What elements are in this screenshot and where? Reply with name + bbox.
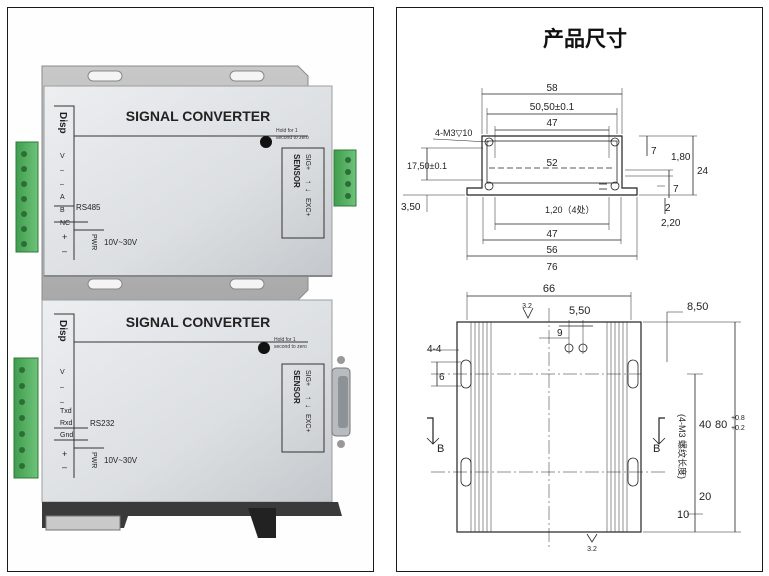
thread-note: (4-M3 螺纹长度) <box>677 414 688 479</box>
dim-3-50: 3,50 <box>401 202 421 213</box>
pin-a: A <box>60 194 65 201</box>
pwr-label: PWR <box>90 234 97 250</box>
hold-text-2: second to zero <box>274 344 307 350</box>
db9-connector <box>331 356 351 448</box>
pin-gnd: Gnd <box>60 432 73 439</box>
pin-plus: + <box>62 232 67 242</box>
pin-nc: NC <box>60 220 70 227</box>
dim-47-top: 47 <box>546 118 558 129</box>
section-b-left: B <box>437 443 444 455</box>
dim-24: 24 <box>697 166 709 177</box>
sig-plus-label: SIG+ <box>304 154 311 170</box>
dim-9: 9 <box>557 328 563 339</box>
arrow-down-icon: ↓ <box>304 188 313 192</box>
dim-20: 20 <box>699 491 711 503</box>
voltage-label: 10V~30V <box>104 456 138 465</box>
pwr-label: PWR <box>90 452 97 468</box>
pin-minus-a: – <box>60 167 64 174</box>
dim-56: 56 <box>546 245 558 256</box>
tolerance-minus: +0.2 <box>731 425 745 432</box>
pin-plus: + <box>62 449 67 459</box>
zero-button[interactable] <box>260 136 272 148</box>
disp-label: Disp <box>57 320 68 342</box>
zero-button-2[interactable] <box>258 342 270 354</box>
pin-minus-b: – <box>60 399 64 406</box>
dim-5-50: 5,50 <box>569 305 590 317</box>
dim-6: 6 <box>439 372 445 383</box>
hold-text-1: Hold for 1 <box>274 337 296 343</box>
roughness-top: 3.2 <box>522 303 532 310</box>
pin-b: B <box>60 207 65 214</box>
terminal-block-right-top <box>333 149 357 207</box>
terminal-block-left-top <box>15 141 39 253</box>
dim-50-50: 50,50±0.1 <box>530 102 575 113</box>
dim-80: 80 <box>715 419 727 431</box>
pin-rxd: Rxd <box>60 420 73 427</box>
arrow-up-icon: ↑ <box>304 396 313 400</box>
dim-40: 40 <box>699 419 711 431</box>
dim-4-4: 4-4 <box>427 344 442 355</box>
pin-minus-b: – <box>60 181 64 188</box>
dim-m3: 4-M3▽10 <box>435 128 472 138</box>
dim-1-20: 1,20（4处） <box>545 204 595 215</box>
section-b-right: B <box>653 443 660 455</box>
dim-17-50: 17,50±0.1 <box>407 161 447 171</box>
top-device: SIGNAL CONVERTER Disp Hold for 1 second … <box>15 65 357 301</box>
sig-plus-label: SIG+ <box>304 370 311 386</box>
dim-2: 2 <box>665 203 671 214</box>
plan-view: 66 8,50 3.2 5,50 9 4-4 6 B B (4-M3 螺纹长度)… <box>426 283 745 553</box>
arrow-up-icon: ↑ <box>304 180 313 184</box>
profile-view: 58 50,50±0.1 47 4-M3▽10 17,50±0.1 52 3,5… <box>401 83 709 273</box>
product-photo-panel: SIGNAL CONVERTER Disp Hold for 1 second … <box>7 7 374 572</box>
dim-8-50: 8,50 <box>687 301 708 313</box>
pin-minus-a: – <box>60 384 64 391</box>
dim-7-b: 7 <box>673 184 679 195</box>
exc-plus-label: EXC+ <box>304 414 311 432</box>
hold-text-2: second to zero <box>276 135 309 141</box>
dim-1-80: 1,80 <box>671 152 691 163</box>
bottom-device: SIGNAL CONVERTER Disp Hold for 1 second … <box>13 299 351 538</box>
arrow-down-icon: ↓ <box>304 404 313 408</box>
sensor-label: SENSOR <box>292 370 301 404</box>
pin-minus-c: – <box>62 462 67 472</box>
hold-text-1: Hold for 1 <box>276 128 298 134</box>
dim-76: 76 <box>546 262 558 273</box>
dim-58: 58 <box>546 83 558 94</box>
drawing-title: 产品尺寸 <box>543 27 627 51</box>
sensor-label: SENSOR <box>292 154 301 188</box>
dim-10: 10 <box>677 509 689 521</box>
device-title: SIGNAL CONVERTER <box>126 314 270 330</box>
roughness-bottom: 3.2 <box>587 546 597 553</box>
device-title: SIGNAL CONVERTER <box>126 108 270 124</box>
tolerance-plus: +0.8 <box>731 415 745 422</box>
dim-52: 52 <box>546 158 558 169</box>
rs-label: RS485 <box>76 203 101 212</box>
pin-v: V <box>60 369 65 376</box>
pin-v: V <box>60 153 65 160</box>
dim-7-a: 7 <box>651 146 657 157</box>
rs-label: RS232 <box>90 419 115 428</box>
voltage-label: 10V~30V <box>104 238 138 247</box>
exc-plus-label: EXC+ <box>304 198 311 216</box>
dim-47-bottom: 47 <box>546 229 558 240</box>
product-photo: SIGNAL CONVERTER Disp Hold for 1 second … <box>13 65 357 538</box>
dim-2-20: 2,20 <box>661 218 681 229</box>
pin-txd: Txd <box>60 408 72 415</box>
dimension-drawing: 产品尺寸 <box>401 27 745 553</box>
dimension-drawing-panel: 产品尺寸 <box>396 7 763 572</box>
dim-66: 66 <box>543 283 555 295</box>
pin-minus-c: – <box>62 246 67 256</box>
disp-label: Disp <box>57 112 68 134</box>
terminal-block-left-bottom <box>13 357 39 479</box>
